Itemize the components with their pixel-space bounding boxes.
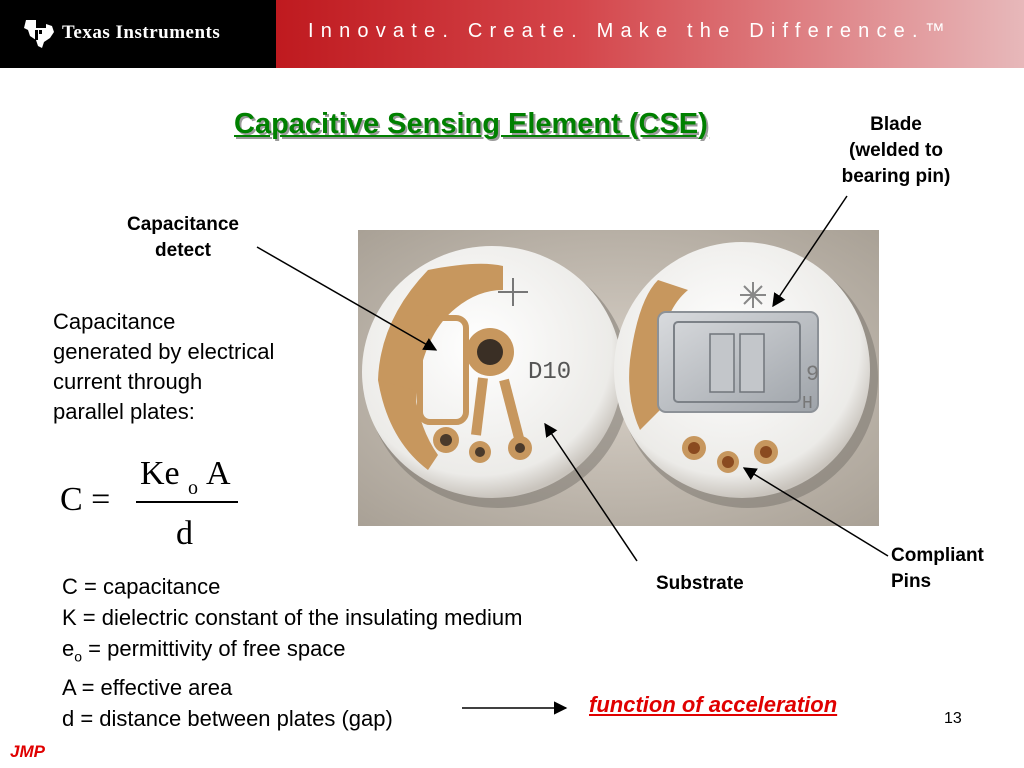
capacitance-detect-line1: Capacitance <box>127 214 239 235</box>
capacitance-detect-line2: detect <box>155 240 211 261</box>
slide-title: Capacitive Sensing Element (CSE) <box>234 108 708 140</box>
logo-text: Texas Instruments <box>62 22 221 43</box>
formula-denominator: d <box>176 515 193 552</box>
definition-k: K = dielectric constant of the insulatin… <box>62 605 523 630</box>
compliant-pins-label: Compliant Pins <box>891 543 1011 595</box>
blade-label-line1: Blade <box>870 114 922 135</box>
cse-photo: D10 9 H <box>358 230 879 526</box>
description-line: generated by electrical <box>53 339 275 364</box>
texas-state-icon <box>24 20 54 48</box>
definition-e-symbol: e <box>62 636 75 661</box>
description-line: current through <box>53 369 203 394</box>
blade-label: Blade (welded to bearing pin) <box>826 112 966 190</box>
svg-text:D10: D10 <box>528 359 571 386</box>
svg-text:9: 9 <box>806 362 819 387</box>
definition-d: d = distance between plates (gap) <box>62 706 393 732</box>
definition-e: eo = permittivity of free space <box>62 633 522 672</box>
formula-numerator-ke: Ke <box>140 455 180 492</box>
description-line: parallel plates: <box>53 399 195 424</box>
definition-a: A = effective area <box>62 675 233 701</box>
definition-e-subscript: o <box>74 648 83 665</box>
header-banner: Texas Instruments Innovate. Create. Make… <box>0 0 1024 68</box>
function-of-acceleration: function of acceleration <box>589 692 838 717</box>
formula-lhs: C = <box>60 481 110 518</box>
definition-c: C = capacitance <box>62 574 221 599</box>
definition-e-text: = permittivity of free space <box>82 636 346 661</box>
ti-logo: Texas Instruments <box>0 0 276 68</box>
compliant-pins-line1: Compliant <box>891 545 984 566</box>
blade-label-line2: (welded to <box>849 140 943 161</box>
substrate-label: Substrate <box>656 573 744 594</box>
slogan-text: Innovate. Create. Make the Difference.™ <box>308 20 952 42</box>
description-line: Capacitance <box>53 309 176 334</box>
variable-definitions: C = capacitance K = dielectric constant … <box>62 571 522 734</box>
formula-numerator-a: A <box>206 455 231 492</box>
capacitance-detect-label: Capacitance detect <box>108 212 258 264</box>
page-number: 13 <box>944 710 962 727</box>
capacitance-description: Capacitance generated by electrical curr… <box>53 307 323 427</box>
slogan-banner: Innovate. Create. Make the Difference.™ <box>276 0 1024 68</box>
compliant-pins-line2: Pins <box>891 571 932 592</box>
capacitance-formula: C = Ke o A d <box>60 455 238 552</box>
footer-initials: JMP <box>10 742 45 761</box>
blade-label-line3: bearing pin) <box>841 166 951 187</box>
svg-text:H: H <box>802 394 813 414</box>
formula-numerator-subscript: o <box>188 477 198 499</box>
